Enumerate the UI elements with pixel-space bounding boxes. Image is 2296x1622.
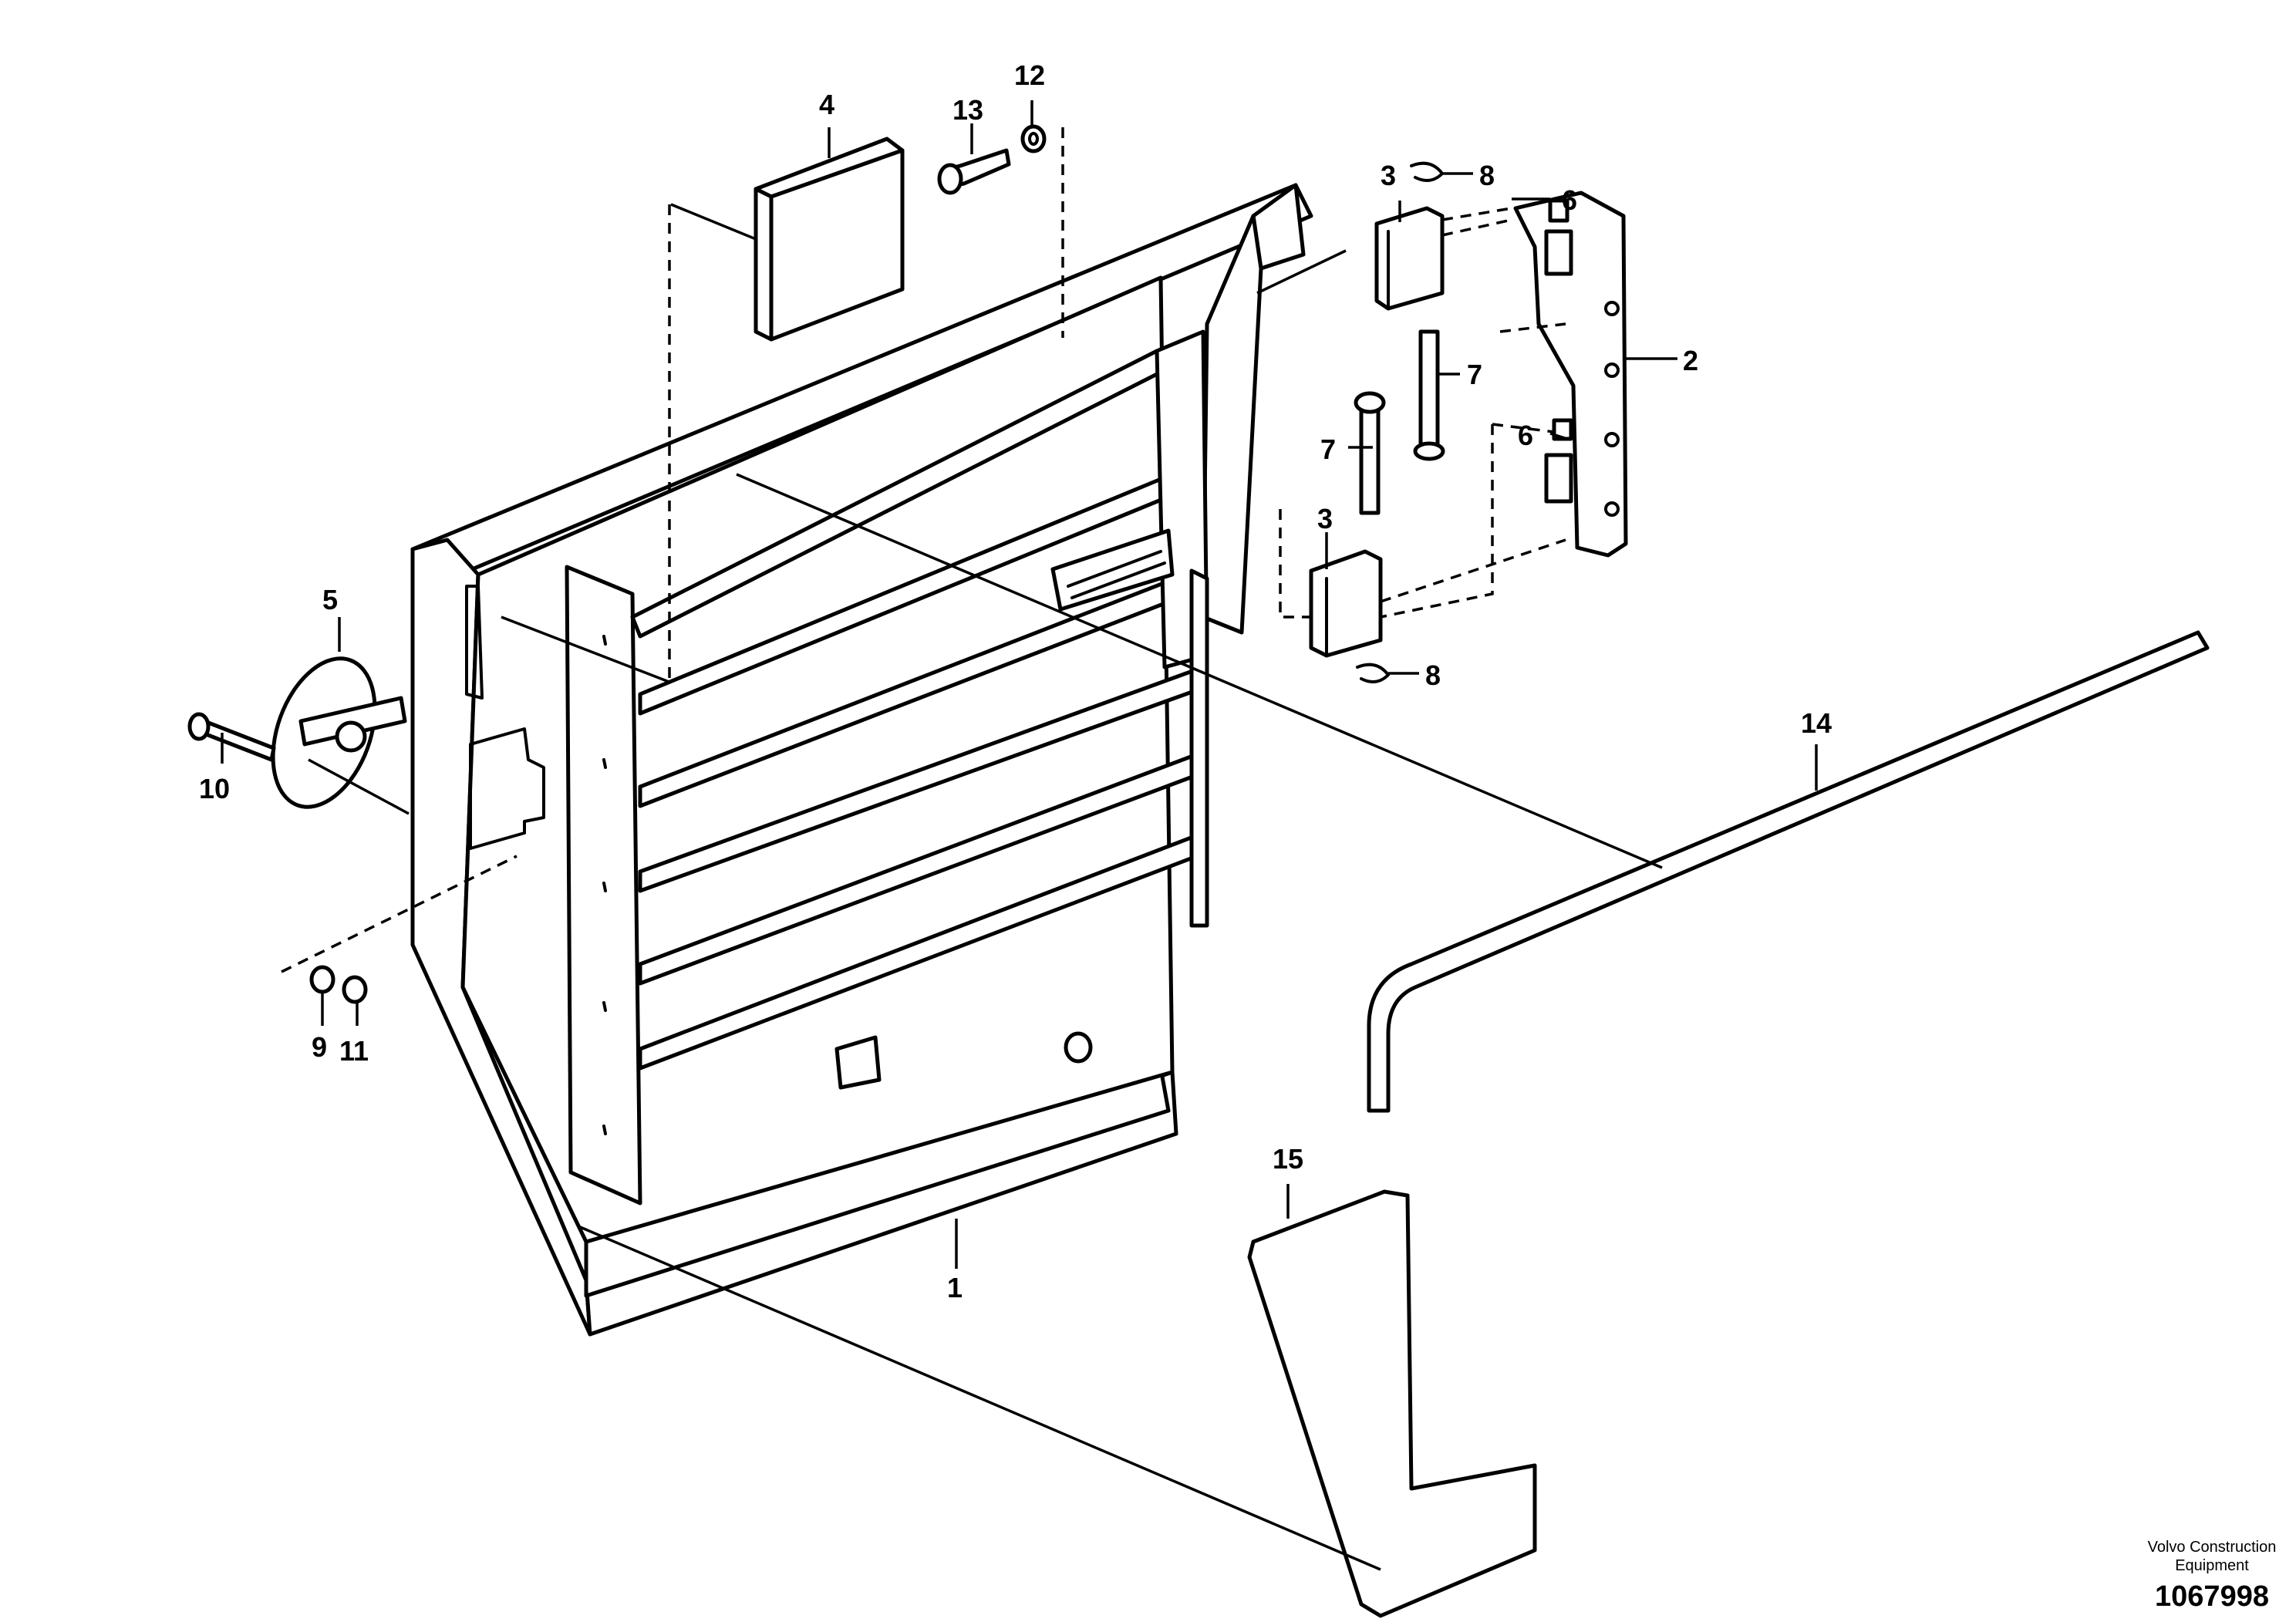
part-1-grille-frame bbox=[410, 183, 1313, 1337]
part-15-corner-seal bbox=[1247, 1189, 1537, 1618]
drawing-number: 1067998 bbox=[2155, 1580, 2269, 1613]
part-6-bushing-upper bbox=[1544, 198, 1573, 276]
part-8-clip-lower bbox=[1356, 663, 1390, 683]
part-8-clip-upper bbox=[1410, 161, 1444, 182]
callout-4: 4 bbox=[819, 89, 834, 120]
callout-3-upper: 3 bbox=[1381, 160, 1396, 191]
callout-10: 10 bbox=[199, 773, 230, 804]
part-13-bolt bbox=[937, 148, 1011, 195]
part-12-washer bbox=[1020, 124, 1047, 153]
callout-5: 5 bbox=[322, 584, 338, 615]
part-4-block bbox=[754, 137, 905, 342]
footer-block: Volvo Construction Equipment 1067998 bbox=[2148, 1539, 2277, 1613]
part-7-pin-lower bbox=[1354, 391, 1386, 515]
callout-7-lower: 7 bbox=[1320, 433, 1336, 465]
callout-8-lower: 8 bbox=[1425, 659, 1441, 691]
part-3-hinge-upper bbox=[1374, 206, 1445, 311]
callout-11: 11 bbox=[339, 1035, 369, 1067]
callout-2: 2 bbox=[1683, 345, 1698, 376]
brand-line-1: Volvo Construction bbox=[2148, 1539, 2277, 1556]
callout-14: 14 bbox=[1801, 707, 1832, 739]
alignment-lines bbox=[281, 127, 1566, 973]
part-3-hinge-lower bbox=[1309, 549, 1383, 658]
callout-12: 12 bbox=[1014, 59, 1045, 91]
callout-6-upper: 6 bbox=[1562, 184, 1577, 216]
callout-15: 15 bbox=[1273, 1143, 1303, 1175]
callout-9: 9 bbox=[312, 1031, 327, 1063]
part-10-screw bbox=[187, 712, 276, 762]
callout-3-lower: 3 bbox=[1317, 503, 1333, 534]
part-11-nut bbox=[342, 975, 368, 1004]
part-5-latch-plate bbox=[271, 656, 407, 809]
part-9-washer bbox=[309, 965, 335, 994]
callout-1: 1 bbox=[947, 1272, 963, 1303]
part-7-pin-upper bbox=[1413, 329, 1445, 461]
callout-labels: 1 2 3 3 4 5 6 6 7 7 8 8 9 10 11 12 13 14… bbox=[199, 59, 1832, 1303]
callout-8-upper: 8 bbox=[1479, 160, 1495, 191]
part-14-seal-strip bbox=[1367, 630, 2210, 1113]
callout-13: 13 bbox=[952, 94, 983, 126]
brand-line-2: Equipment bbox=[2175, 1557, 2249, 1574]
callout-6-lower: 6 bbox=[1518, 420, 1533, 451]
callout-7-upper: 7 bbox=[1467, 359, 1482, 390]
leader-lines bbox=[221, 100, 1818, 1571]
part-2-hinge-bracket bbox=[1513, 191, 1628, 558]
part-6-bushing-lower bbox=[1544, 418, 1573, 504]
